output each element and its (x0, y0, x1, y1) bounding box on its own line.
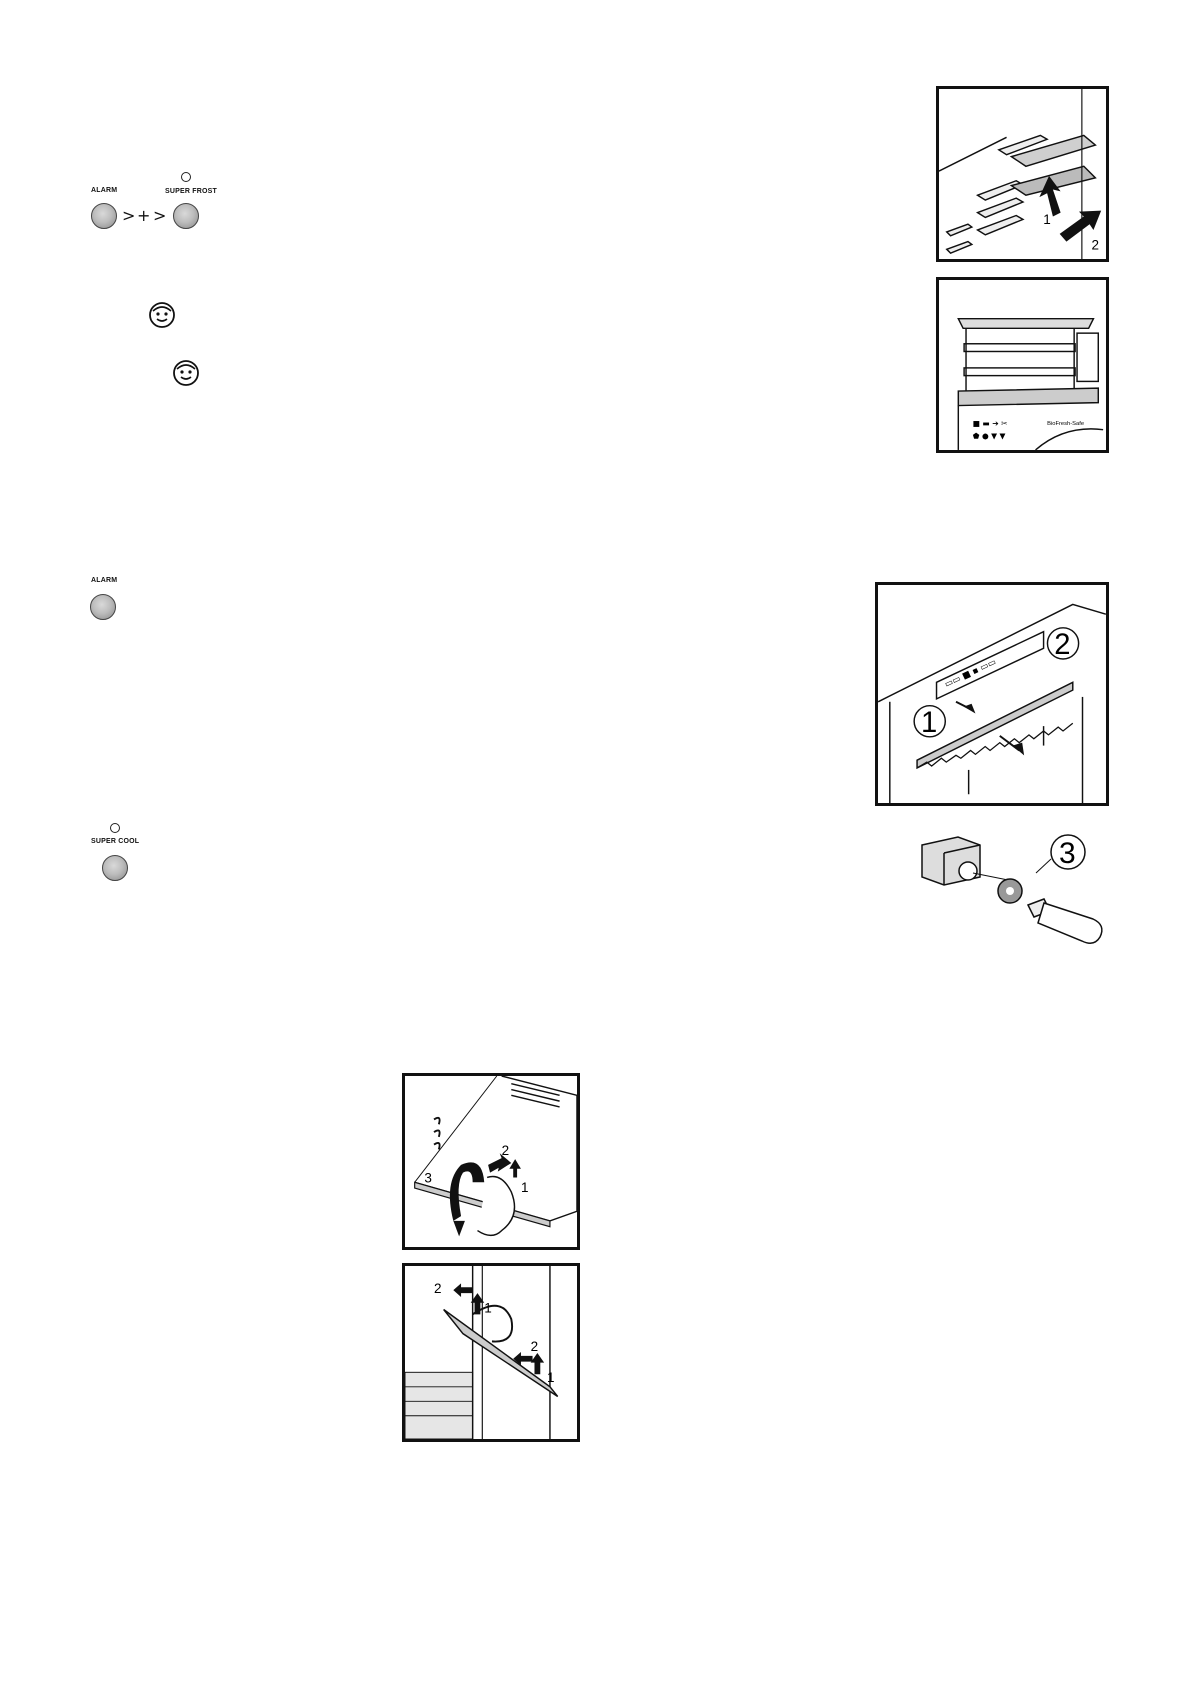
control-panel-removal-illustration: ▭▭ ■ ▪ ▭▭ 1 2 (875, 582, 1109, 806)
callout-number: 3 (1059, 837, 1076, 870)
svg-text:⬟ ● ▼ ▼: ⬟ ● ▼ ▼ (973, 431, 1006, 440)
door-rack-removal-illustration: 2 1 2 1 (402, 1263, 580, 1442)
step-number: 1 (521, 1180, 529, 1195)
step-number: 2 (434, 1281, 442, 1296)
superfrost-indicator-light (181, 172, 191, 182)
step-number: 2 (1092, 237, 1100, 252)
callout-number: 2 (1054, 629, 1070, 661)
supercool-label: SUPER COOL (91, 838, 140, 845)
step-number: 1 (547, 1370, 555, 1385)
smiley-face-icon (172, 359, 200, 387)
lamp-replacement-illustration: 3 (918, 825, 1114, 950)
step-number: 3 (424, 1170, 432, 1185)
step-number: 2 (502, 1143, 510, 1158)
supercool-indicator-light (110, 823, 120, 833)
step-number: 2 (531, 1339, 539, 1354)
supercool-button[interactable] (102, 855, 128, 881)
callout-number: 1 (921, 707, 937, 739)
smiley-face-icon (148, 301, 176, 329)
svg-text:■ ▬ ➔ ✂: ■ ▬ ➔ ✂ (973, 419, 1008, 428)
superfrost-button[interactable] (173, 203, 199, 229)
superfrost-label: SUPER FROST (165, 188, 217, 195)
brand-label: BioFresh-Safe (1047, 421, 1084, 427)
step-number: 1 (484, 1300, 492, 1315)
shelf-removal-illustration: 3 2 1 (402, 1073, 580, 1250)
alarm-label: ALARM (91, 577, 118, 584)
alarm-button[interactable] (91, 203, 117, 229)
then-symbol: > (153, 206, 167, 225)
step-number: 1 (1043, 212, 1051, 227)
plus-symbol: + (137, 206, 151, 225)
fridge-interior-illustration: ■ ▬ ➔ ✂ ⬟ ● ▼ ▼ BioFresh-Safe (936, 277, 1109, 453)
alarm-label: ALARM (91, 187, 118, 194)
then-symbol: > (122, 206, 136, 225)
shelf-lift-illustration: 1 2 (936, 86, 1109, 262)
alarm-button[interactable] (90, 594, 116, 620)
